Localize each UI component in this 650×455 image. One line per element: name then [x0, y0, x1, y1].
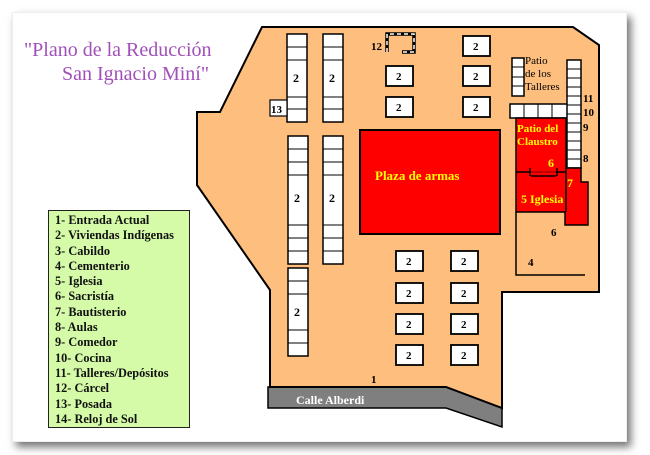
legend-item: 4- Cementerio — [55, 258, 130, 273]
legend-item: 1- Entrada Actual — [55, 213, 150, 227]
svg-text:Patio: Patio — [525, 55, 548, 67]
svg-text:5 Iglesia: 5 Iglesia — [521, 192, 563, 206]
svg-text:8: 8 — [583, 153, 589, 165]
entrada-marker: 1 — [371, 374, 377, 386]
svg-text:9: 9 — [583, 122, 589, 134]
svg-text:2: 2 — [396, 71, 402, 83]
svg-text:2: 2 — [461, 350, 467, 362]
svg-text:12: 12 — [371, 41, 383, 53]
svg-text:2: 2 — [329, 191, 335, 205]
map-title: "Plano de la Reducción San Ignacio Miní" — [24, 38, 212, 86]
row-labels: 2 2 2 2 2 — [293, 71, 335, 319]
svg-text:Plaza de armas: Plaza de armas — [375, 168, 459, 183]
svg-text:2: 2 — [406, 288, 412, 300]
svg-text:2: 2 — [293, 71, 299, 85]
legend-item: 14- Reloj de Sol — [55, 411, 138, 426]
svg-text:2: 2 — [473, 71, 479, 83]
viviendas-small — [385, 35, 491, 366]
legend-item: 9- Comedor — [55, 335, 118, 350]
svg-text:4: 4 — [528, 257, 534, 269]
cementerio: 6 4 — [515, 212, 585, 276]
svg-text:2: 2 — [406, 319, 412, 331]
legend-item: 2- Viviendas Indígenas — [55, 228, 174, 243]
viviendas-rows — [286, 33, 344, 357]
iglesia-complex: Patio del Claustro 6 7 5 Iglesia — [515, 117, 589, 226]
legend-item: 5- Iglesia — [55, 274, 103, 289]
svg-text:2: 2 — [406, 256, 412, 268]
carcel-12: 12 — [371, 32, 416, 54]
svg-text:2: 2 — [406, 350, 412, 362]
legend-item: 7- Bautisterio — [55, 304, 127, 319]
svg-text:7: 7 — [567, 176, 573, 190]
legend-item: 6- Sacristía — [55, 289, 115, 304]
legend-item: 3- Cabildo — [55, 243, 111, 258]
row-dividers — [287, 46, 343, 344]
title-line-1: "Plano de la Reducción — [24, 39, 212, 61]
svg-text:2: 2 — [461, 319, 467, 331]
column-markers: 11 10 9 8 — [583, 93, 595, 165]
legend-item: 10- Cocina — [55, 350, 112, 365]
svg-text:Claustro: Claustro — [517, 136, 558, 148]
svg-text:2: 2 — [473, 102, 479, 114]
svg-text:2: 2 — [461, 256, 467, 268]
plaza-de-armas: Plaza de armas — [359, 129, 501, 235]
street-label: Calle Alberdi — [296, 393, 365, 407]
legend-item: 12- Cárcel — [55, 381, 110, 396]
svg-text:2: 2 — [461, 288, 467, 300]
svg-text:2: 2 — [294, 191, 300, 205]
legend-item: 8- Aulas — [55, 320, 98, 335]
small-house-labels: 2 2 2 2 2 2 2 2 2 2 2 2 2 — [396, 41, 479, 362]
title-line-2: San Ignacio Miní" — [62, 63, 210, 85]
svg-text:6: 6 — [551, 227, 557, 239]
svg-text:2: 2 — [329, 71, 335, 85]
legend-item: 13- Posada — [55, 396, 113, 411]
svg-text:Patio del: Patio del — [517, 123, 558, 135]
svg-text:2: 2 — [473, 41, 479, 53]
legend: 1- Entrada Actual 2- Viviendas Indígenas… — [48, 210, 190, 428]
posada-13: 13 — [269, 99, 288, 117]
svg-text:13: 13 — [271, 104, 283, 116]
svg-text:2: 2 — [396, 102, 402, 114]
svg-text:Talleres: Talleres — [525, 81, 560, 93]
svg-text:6: 6 — [548, 156, 554, 170]
svg-text:de los: de los — [525, 68, 551, 80]
legend-item: 11- Talleres/Depósitos — [55, 365, 169, 380]
svg-text:2: 2 — [294, 305, 300, 319]
svg-text:10: 10 — [583, 107, 595, 119]
svg-text:11: 11 — [583, 93, 593, 105]
